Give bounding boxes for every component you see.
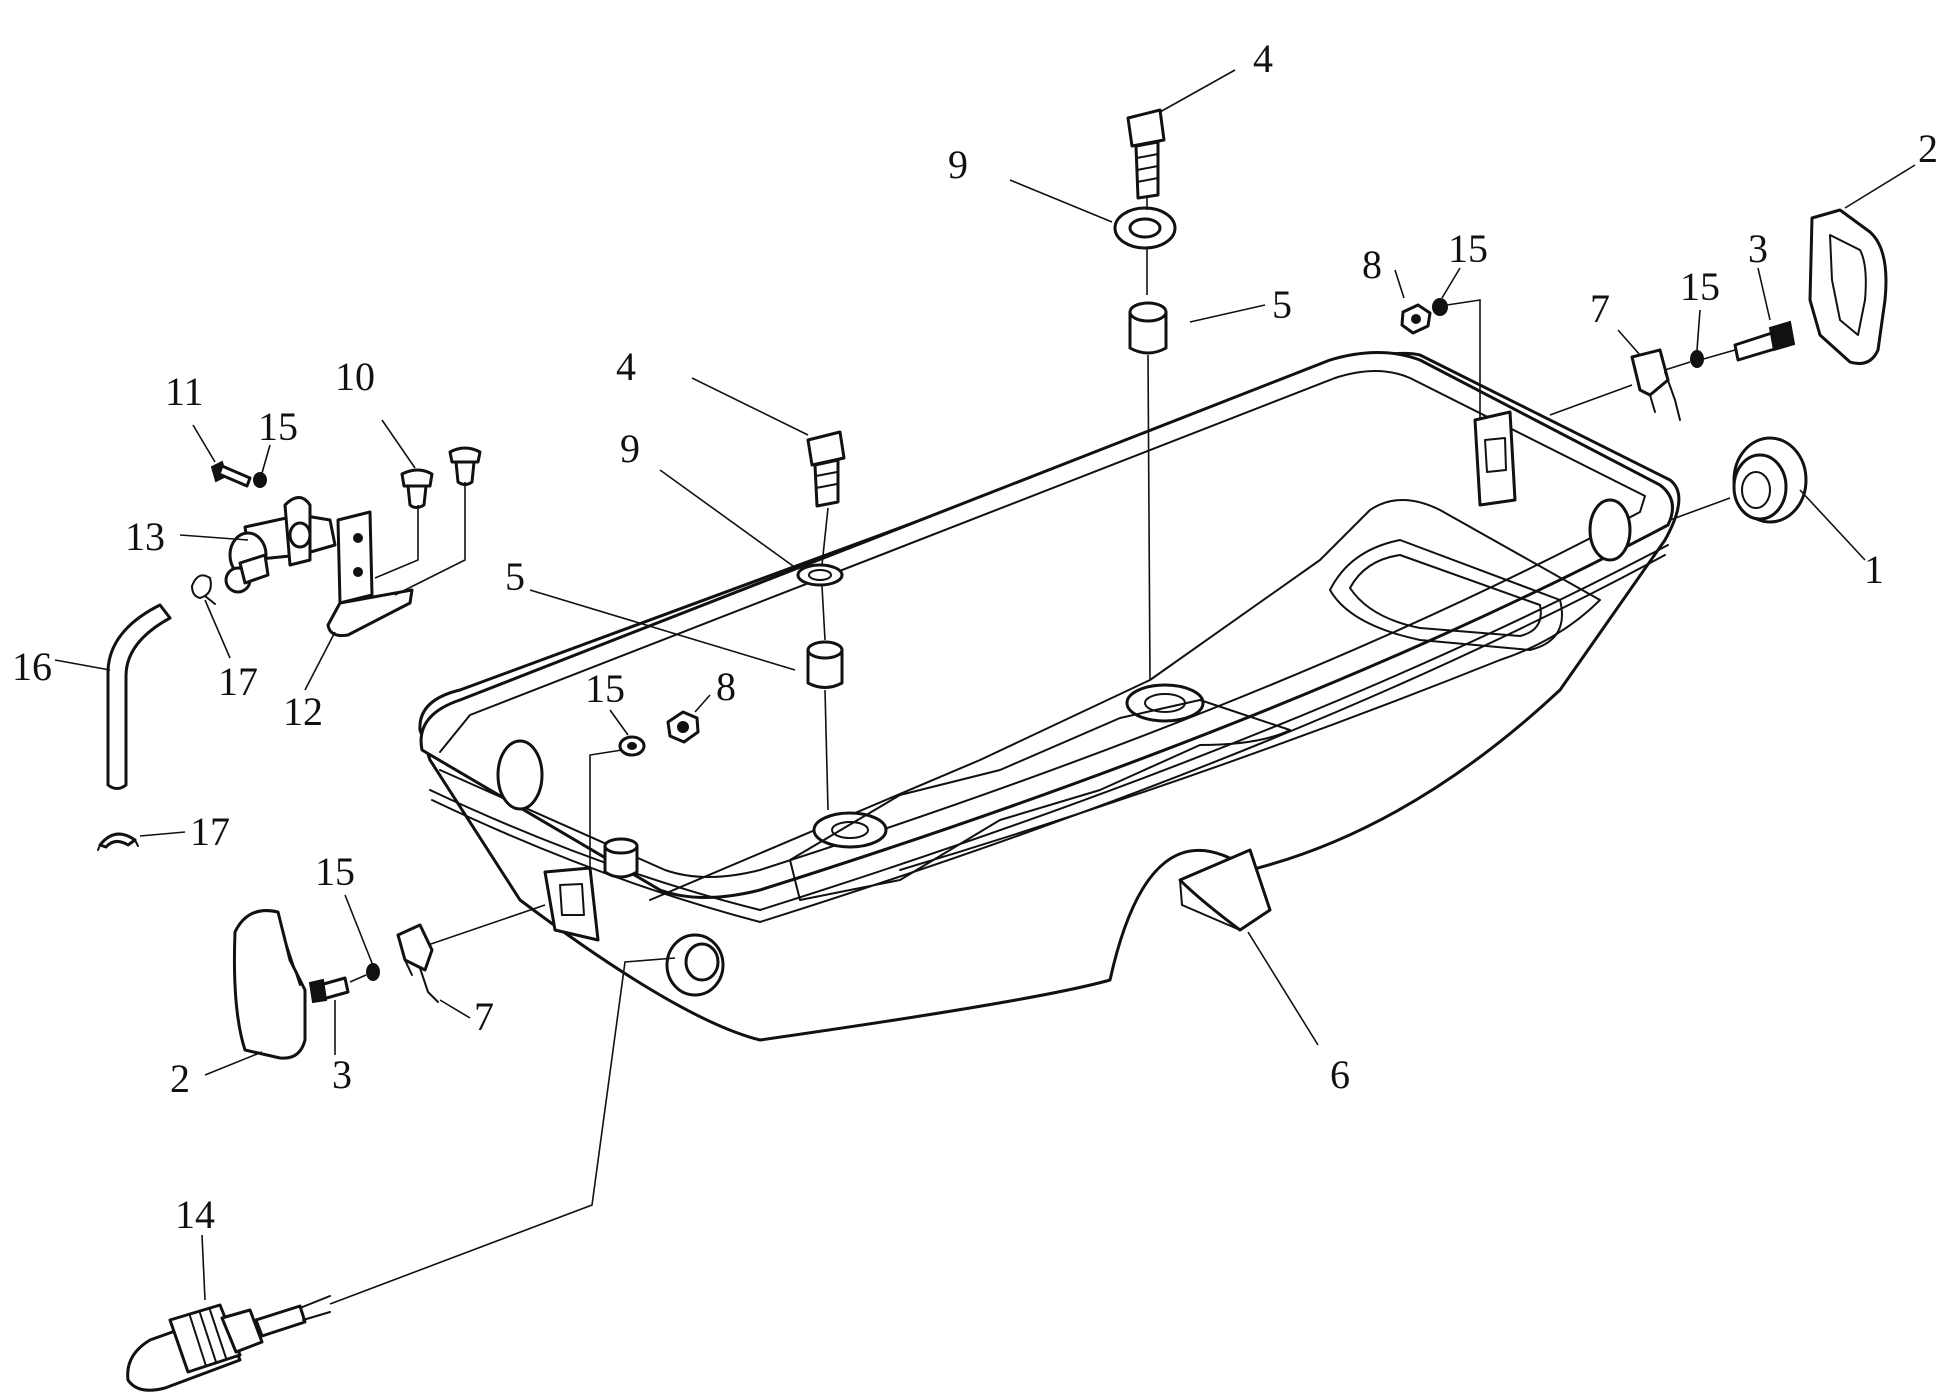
callout-8: 8 <box>716 664 736 709</box>
callout-labels: 1 2 2 3 3 4 4 5 5 6 7 7 8 8 9 9 10 11 12… <box>12 36 1938 1237</box>
callout-8: 8 <box>1362 242 1382 287</box>
nut-middle-part-8 <box>666 710 700 744</box>
callout-5: 5 <box>505 554 525 599</box>
callout-15: 15 <box>315 849 355 894</box>
callout-4: 4 <box>616 344 636 389</box>
latch-left-part-7 <box>396 923 439 1003</box>
washer-top-part-9 <box>1113 206 1177 250</box>
plug-part-10 <box>400 446 482 509</box>
callout-7: 7 <box>1590 286 1610 331</box>
callout-11: 11 <box>165 369 204 414</box>
lock-washer-left-part-15 <box>366 963 380 981</box>
callout-2: 2 <box>1918 126 1938 171</box>
grommet-part-1 <box>1732 436 1808 524</box>
bracket-part-12 <box>326 510 414 637</box>
callout-3: 3 <box>1748 226 1768 271</box>
callout-2: 2 <box>170 1056 190 1101</box>
nut-top-part-8 <box>1400 303 1432 335</box>
callout-15: 15 <box>1448 226 1488 271</box>
callout-9: 9 <box>948 142 968 187</box>
callout-9: 9 <box>620 426 640 471</box>
callout-16: 16 <box>12 644 52 689</box>
lower-cowling <box>418 351 1681 1042</box>
bolt-middle-part-4 <box>806 430 846 508</box>
screw-right-part-3 <box>1733 320 1796 362</box>
lever-assembly-part-13 <box>224 496 337 594</box>
clip-upper-part-17 <box>191 574 216 605</box>
hose-part-16 <box>106 603 172 790</box>
leader-lines <box>54 69 1916 1305</box>
lock-washer-top-part-15 <box>1432 298 1448 316</box>
callout-17: 17 <box>218 659 258 704</box>
callout-7: 7 <box>474 994 494 1039</box>
callout-1: 1 <box>1864 547 1884 592</box>
callout-12: 12 <box>283 689 323 734</box>
callout-10: 10 <box>335 354 375 399</box>
callout-6: 6 <box>1330 1052 1350 1097</box>
callout-14: 14 <box>175 1192 215 1237</box>
callout-15: 15 <box>258 404 298 449</box>
lock-washer-middle-part-15 <box>618 735 646 757</box>
bolt-top-part-4 <box>1126 108 1166 200</box>
callout-4: 4 <box>1253 36 1273 81</box>
callout-15: 15 <box>585 666 625 711</box>
callout-13: 13 <box>125 514 165 559</box>
latch-right-part-7 <box>1630 348 1681 421</box>
bushing-top-part-5 <box>1128 301 1168 355</box>
callout-5: 5 <box>1272 282 1292 327</box>
callout-17: 17 <box>190 809 230 854</box>
screw-part-11 <box>210 460 252 488</box>
screw-left-part-3 <box>308 976 350 1004</box>
callout-3: 3 <box>332 1052 352 1097</box>
bushing-middle-part-5 <box>806 640 844 689</box>
lock-washer-bracket-part-15 <box>253 472 267 488</box>
callout-15: 15 <box>1680 264 1720 309</box>
clip-lower-part-17 <box>97 832 139 851</box>
dipstick-part-14 <box>126 1295 331 1392</box>
latch-cover-left-part-2 <box>232 909 307 1060</box>
latch-cover-right-part-2 <box>1808 208 1888 365</box>
washer-middle-part-9 <box>796 563 844 587</box>
